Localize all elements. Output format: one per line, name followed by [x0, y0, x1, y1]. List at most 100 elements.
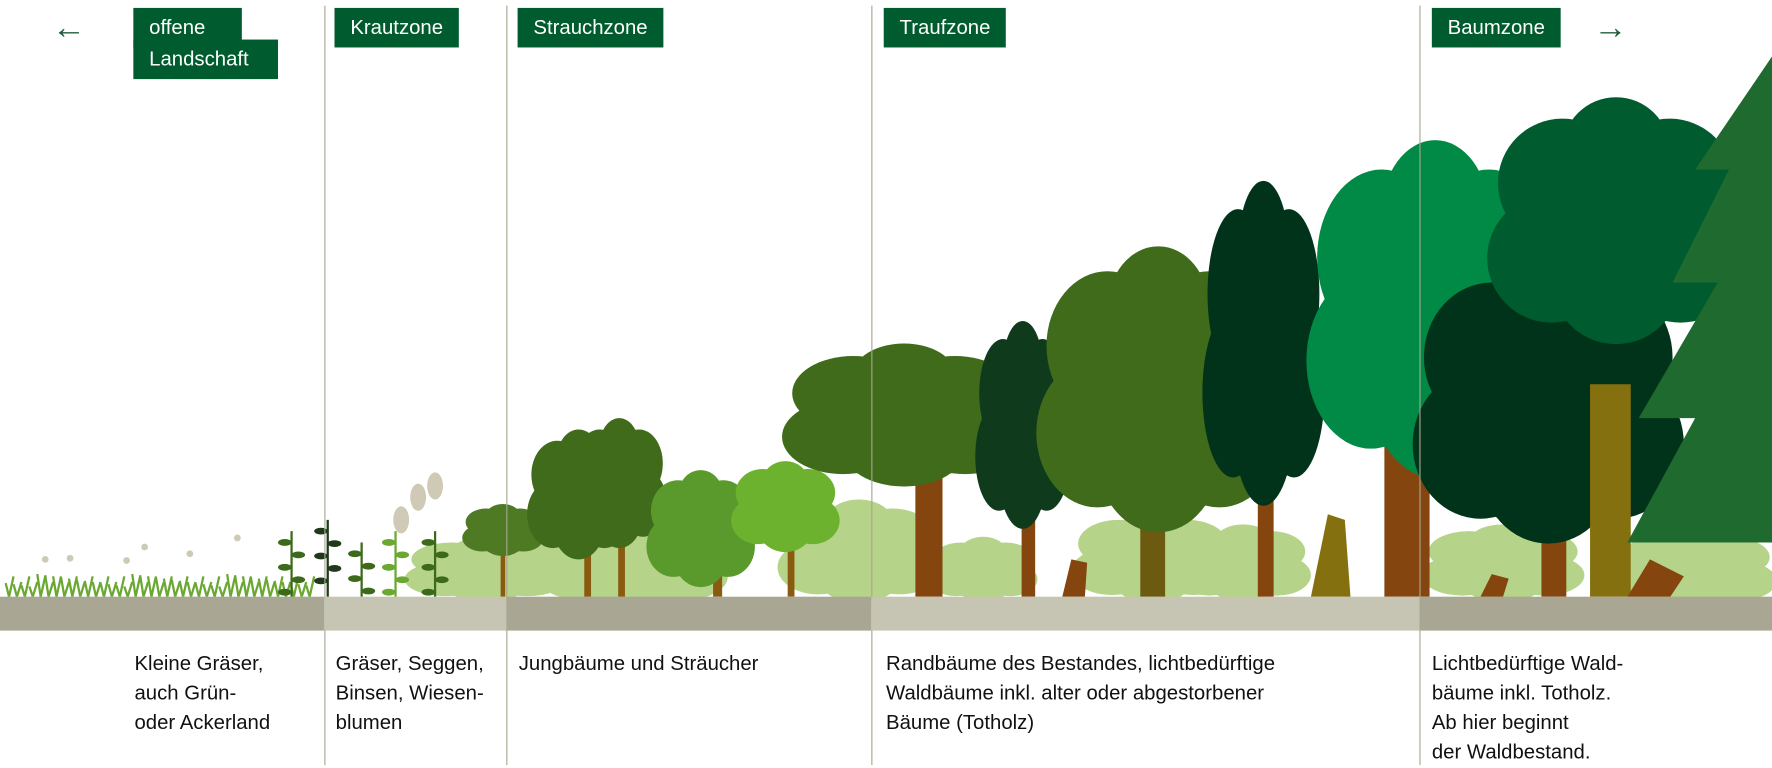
- grass-seedhead: [233, 534, 241, 542]
- herb-leaf: [435, 576, 449, 584]
- grass-blade: [162, 576, 173, 597]
- young-tree: [595, 480, 644, 549]
- grass-blade: [83, 576, 94, 597]
- grass-blade: [249, 577, 260, 598]
- grass-blade: [154, 577, 165, 598]
- grass-seedhead: [141, 543, 149, 551]
- grass-blade: [194, 576, 205, 597]
- herb-leaf: [278, 539, 292, 546]
- grass-blade: [44, 575, 55, 598]
- grass-blade: [257, 576, 268, 597]
- description-baumzone: Lichtbedürftige Wald- bäume inkl. Tothol…: [1432, 649, 1623, 767]
- zone-divider: [871, 5, 873, 766]
- herb-leaf: [361, 562, 376, 570]
- young-tree: [762, 461, 809, 501]
- grass-blade: [99, 576, 110, 597]
- herb-leaf: [435, 551, 449, 559]
- deadwood: [1310, 514, 1351, 597]
- spruce-tree: [1627, 56, 1772, 543]
- grass-blade: [170, 579, 181, 598]
- grass-blade: [241, 576, 252, 597]
- description-line: Bäume (Totholz): [885, 710, 1035, 734]
- ground-band-krautzone: [324, 596, 507, 631]
- flower-panicle: [427, 472, 443, 500]
- edge-tree: [843, 411, 966, 487]
- edge-tree: [1097, 383, 1220, 533]
- zone-divider: [1419, 5, 1421, 766]
- description-line: Ab hier beginnt: [1431, 710, 1569, 734]
- conifer-tree: [1238, 180, 1289, 323]
- young-tree: [599, 418, 640, 475]
- grass-blade: [107, 581, 118, 598]
- deadwood: [1062, 559, 1088, 597]
- herb-leaf: [361, 587, 376, 595]
- herb-leaf: [421, 539, 436, 546]
- tree-trunk: [787, 531, 795, 597]
- zone-label-line: offene: [149, 15, 206, 39]
- grass-blade: [131, 573, 142, 597]
- deadwood: [1627, 559, 1684, 597]
- grass-seedhead: [123, 557, 130, 564]
- herb-leaf: [381, 588, 396, 596]
- grass-blade: [146, 576, 158, 597]
- zone-divider: [324, 5, 326, 766]
- zone-label-strauchzone: Strauchzone: [517, 7, 664, 48]
- description-line: der Waldbestand.: [1431, 740, 1591, 763]
- description-traufzone: Randbäume des Bestandes, lichtbedürftige…: [886, 649, 1275, 737]
- herb-leaf: [348, 550, 362, 558]
- herb-leaf: [381, 563, 396, 571]
- shrub: [673, 526, 728, 588]
- grass-blade: [28, 581, 39, 598]
- young-tree: [482, 528, 524, 557]
- herb-leaf: [327, 540, 342, 547]
- grass-blade: [218, 581, 229, 598]
- tree-trunk: [618, 519, 625, 597]
- shrub: [960, 536, 1006, 566]
- description-line: Binsen, Wiesen-: [335, 681, 484, 705]
- herb-leaf: [291, 551, 306, 559]
- grass-seedhead: [41, 556, 49, 563]
- shrub: [1214, 524, 1272, 559]
- zone-label-krautzone: Krautzone: [334, 7, 459, 48]
- ground-band-strauchzone: [506, 596, 872, 631]
- grass-blade: [115, 576, 126, 598]
- description-line: blumen: [335, 710, 403, 734]
- zone-divider: [506, 5, 508, 766]
- edge-tree: [1002, 320, 1043, 412]
- ground-band-offene-landschaft: [0, 596, 325, 631]
- grass-blade: [305, 576, 316, 598]
- forest-tree: [1551, 215, 1681, 345]
- tree-trunk: [584, 519, 592, 597]
- herb-leaf: [381, 539, 396, 546]
- grass-blade: [202, 581, 213, 598]
- grass-blade: [210, 576, 221, 598]
- herb-leaf: [278, 588, 292, 596]
- shrub: [678, 470, 724, 521]
- description-line: Lichtbedürftige Wald-: [1431, 652, 1624, 675]
- zone-label-offene-landschaft-line2: Landschaft: [133, 39, 279, 80]
- grass-blade: [178, 576, 189, 597]
- edge-tree: [999, 420, 1047, 529]
- description-line: Waldbäume inkl. alter oder abgestorbener: [885, 681, 1265, 705]
- grass-blade: [123, 581, 134, 598]
- description-offene-landschaft: Kleine Gräser, auch Grün- oder Ackerland: [134, 649, 270, 737]
- description-line: Randbäume des Bestandes, lichtbedürftige: [885, 652, 1276, 675]
- grass-blade: [265, 579, 276, 598]
- grass-blade: [226, 573, 237, 597]
- herb-leaf: [278, 563, 292, 571]
- description-krautzone: Gräser, Seggen, Binsen, Wiesen- blumen: [336, 649, 484, 737]
- description-line: Kleine Gräser,: [134, 652, 264, 675]
- ground-band-traufzone: [871, 596, 1420, 631]
- description-strauchzone: Jungbäume und Sträucher: [519, 649, 759, 678]
- description-line: auch Grün-: [134, 681, 237, 705]
- grass-blade: [4, 576, 15, 597]
- herb-leaf: [314, 577, 328, 585]
- grass-seedhead: [186, 550, 194, 558]
- herb-leaf: [421, 588, 436, 596]
- herb-leaf: [421, 563, 436, 571]
- grass-blade: [59, 577, 71, 598]
- grass-blade: [233, 575, 245, 598]
- grass-blade: [139, 575, 150, 598]
